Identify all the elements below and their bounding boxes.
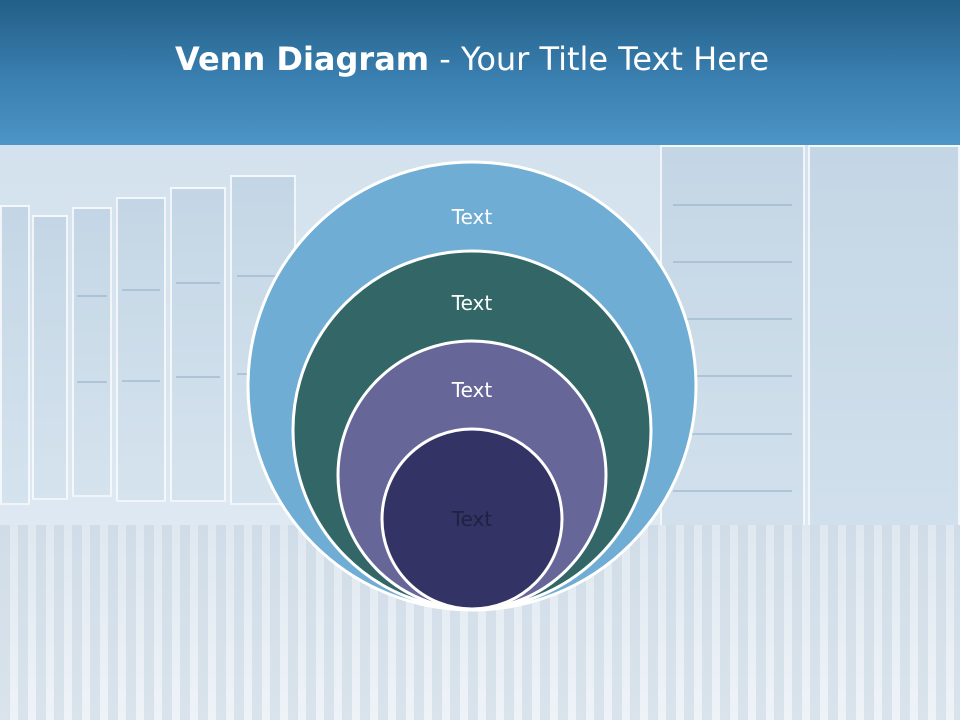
server-rack	[0, 205, 30, 505]
server-rack	[32, 215, 68, 500]
title-banner: Venn Diagram - Your Title Text Here	[0, 0, 960, 145]
ring-third-label: Text	[451, 378, 493, 402]
ring-inner[interactable]: Text	[380, 427, 564, 611]
title-rest-text: - Your Title Text Here	[429, 40, 770, 78]
ring-second-label: Text	[451, 291, 493, 315]
server-rack	[116, 197, 166, 502]
ring-outer-label: Text	[451, 205, 493, 229]
ring-inner-label: Text	[451, 507, 493, 531]
title-bold-text: Venn Diagram	[174, 40, 430, 78]
server-rack	[170, 187, 226, 502]
slide-title[interactable]: Venn Diagram - Your Title Text Here	[0, 40, 944, 78]
server-rack	[72, 207, 112, 497]
ring-inner-circle	[380, 427, 564, 611]
